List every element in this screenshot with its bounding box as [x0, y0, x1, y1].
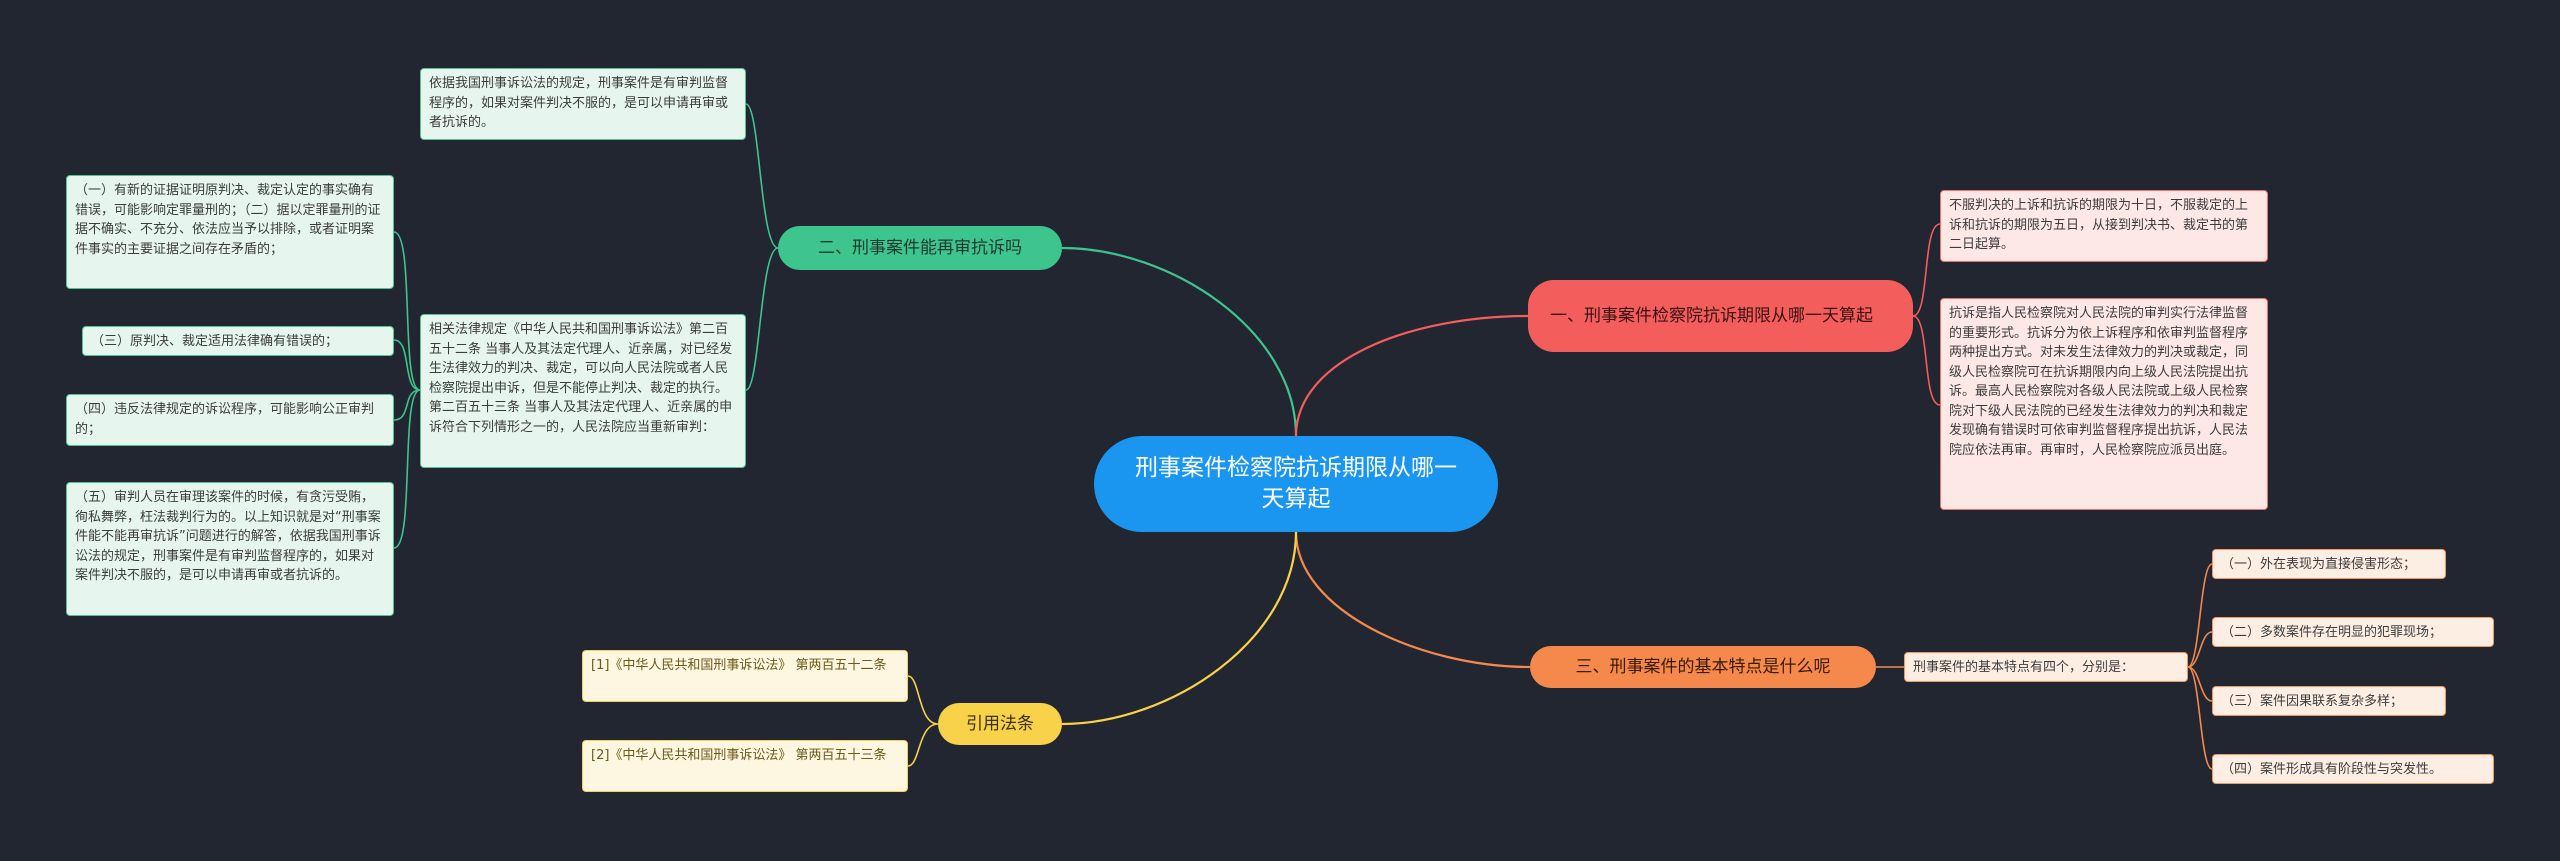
- retrial-item-3[interactable]: （四）违反法律规定的诉讼程序，可能影响公正审判的；: [66, 394, 394, 446]
- retrial-leaf-law[interactable]: 相关法律规定《中华人民共和国刑事诉讼法》第二百五十二条 当事人及其法定代理人、近…: [420, 314, 746, 468]
- period-leaf-definition[interactable]: 抗诉是指人民检察院对人民法院的审判实行法律监督的重要形式。抗诉分为依上诉程序和依…: [1940, 298, 2268, 510]
- link-central-retrial: [1061, 246, 1298, 437]
- central-topic[interactable]: 刑事案件检察院抗诉期限从哪一天算起: [1094, 436, 1498, 532]
- retrial-item-4[interactable]: （五）审判人员在审理该案件的时候，有贪污受贿，徇私舞弊，枉法裁判行为的。以上知识…: [66, 482, 394, 616]
- features-item-1[interactable]: （一）外在表现为直接侵害形态；: [2212, 549, 2446, 579]
- link-intro-items: [2187, 563, 2213, 770]
- link-central-features: [1294, 531, 1531, 669]
- law-item-1[interactable]: [1]《中华人民共和国刑事诉讼法》 第两百五十二条: [582, 650, 908, 702]
- features-item-2[interactable]: （二）多数案件存在明显的犯罪现场；: [2212, 617, 2494, 647]
- link-period-leaf2: [1912, 315, 1941, 406]
- period-leaf-deadline[interactable]: 不服判决的上诉和抗诉的期限为十日，不服裁定的上诉和抗诉的期限为五日，从接到判决书…: [1940, 190, 2268, 262]
- features-item-3[interactable]: （三）案件因果联系复杂多样；: [2212, 686, 2446, 716]
- link-retrial-leaf1: [745, 103, 779, 249]
- link-laws-items: [907, 675, 939, 767]
- link-period-leaf1: [1912, 223, 1941, 317]
- retrial-item-1[interactable]: （一）有新的证据证明原判决、裁定认定的事实确有错误，可能影响定罪量刑的；（二）据…: [66, 175, 394, 289]
- link-central-period: [1294, 314, 1529, 437]
- features-item-4[interactable]: （四）案件形成具有阶段性与突发性。: [2212, 754, 2494, 784]
- retrial-leaf-summary[interactable]: 依据我国刑事诉讼法的规定，刑事案件是有审判监督程序的，如果对案件判决不服的，是可…: [420, 68, 746, 140]
- branch-laws[interactable]: 引用法条: [938, 703, 1062, 745]
- branch-retrial[interactable]: 二、刑事案件能再审抗诉吗: [778, 226, 1062, 270]
- link-leaf2-items: [393, 231, 421, 549]
- link-retrial-leaf2: [745, 247, 779, 391]
- branch-period[interactable]: 一、刑事案件检察院抗诉期限从哪一天算起: [1528, 280, 1913, 352]
- law-item-2[interactable]: [2]《中华人民共和国刑事诉讼法》 第两百五十三条: [582, 740, 908, 792]
- features-intro[interactable]: 刑事案件的基本特点有四个，分别是：: [1904, 652, 2188, 682]
- branch-features[interactable]: 三、刑事案件的基本特点是什么呢: [1530, 646, 1876, 688]
- retrial-item-2[interactable]: （三）原判决、裁定适用法律确有错误的；: [82, 326, 394, 356]
- link-central-laws: [1061, 531, 1298, 726]
